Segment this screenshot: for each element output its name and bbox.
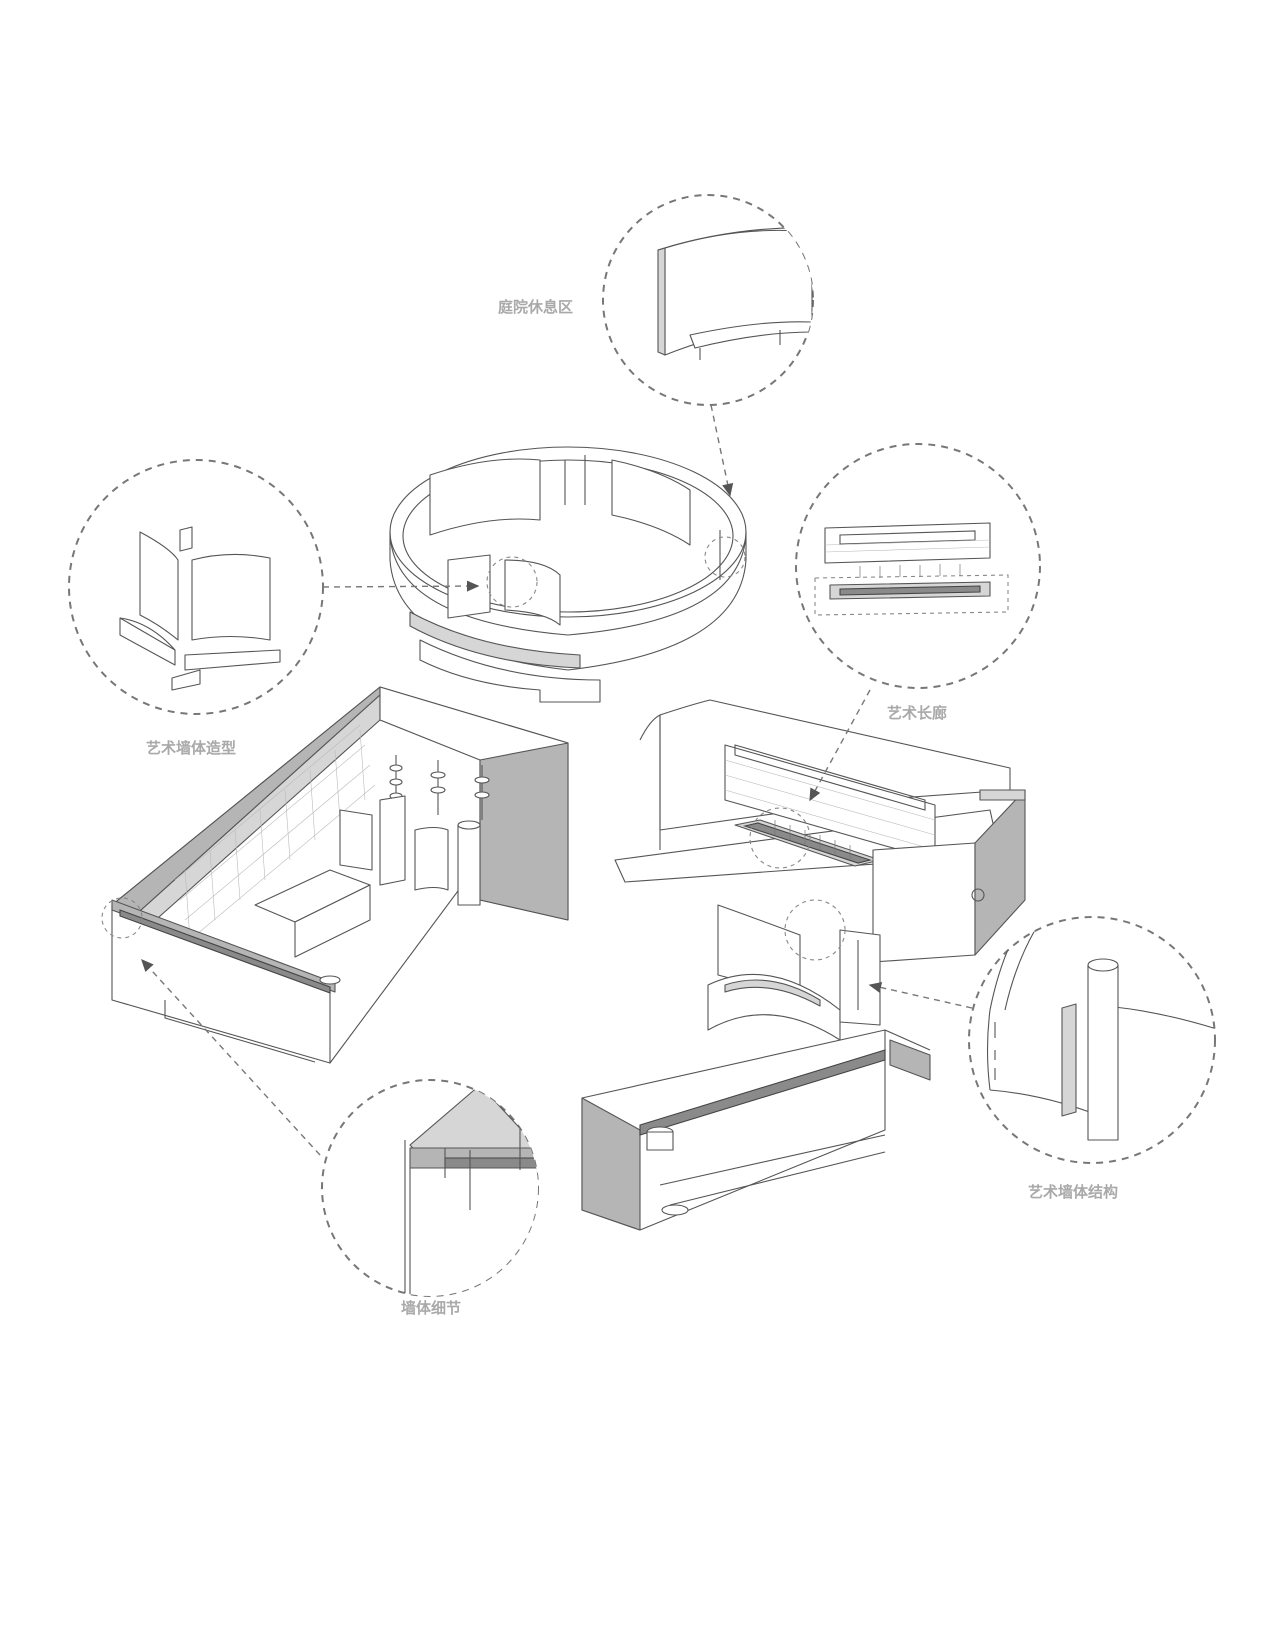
label-art-corridor: 艺术长廊 xyxy=(887,704,948,722)
art-wall-structure-detail xyxy=(968,916,1216,1164)
right-gallery-module xyxy=(614,699,1026,1041)
label-wall-detail: 墙体细节 xyxy=(401,1299,462,1317)
art-corridor-detail xyxy=(795,443,1041,689)
detail-circle-right xyxy=(795,443,1041,689)
shelving-grid xyxy=(174,724,376,941)
leader-courtyard xyxy=(710,404,734,497)
label-art-wall-structure: 艺术墙体结构 xyxy=(1028,1183,1119,1201)
art-wall-form-detail xyxy=(68,459,324,715)
courtyard-rest-area-detail xyxy=(602,194,814,406)
leader-lines xyxy=(141,404,973,1156)
label-courtyard-rest-area: 庭院休息区 xyxy=(498,298,574,316)
left-room-module xyxy=(101,686,569,1064)
detail-circle-br xyxy=(968,916,1216,1164)
circular-courtyard-module xyxy=(389,446,747,703)
leader-wall-detail xyxy=(141,958,321,1156)
leader-art-wall-structure xyxy=(868,982,973,1009)
detail-circle-top xyxy=(602,194,814,406)
label-art-wall-form: 艺术墙体造型 xyxy=(146,739,237,757)
wall-detail-detail xyxy=(321,1079,539,1297)
bottom-counter-module xyxy=(581,1029,931,1231)
leader-art-corridor xyxy=(809,689,871,802)
leader-art-wall-form xyxy=(322,580,480,592)
